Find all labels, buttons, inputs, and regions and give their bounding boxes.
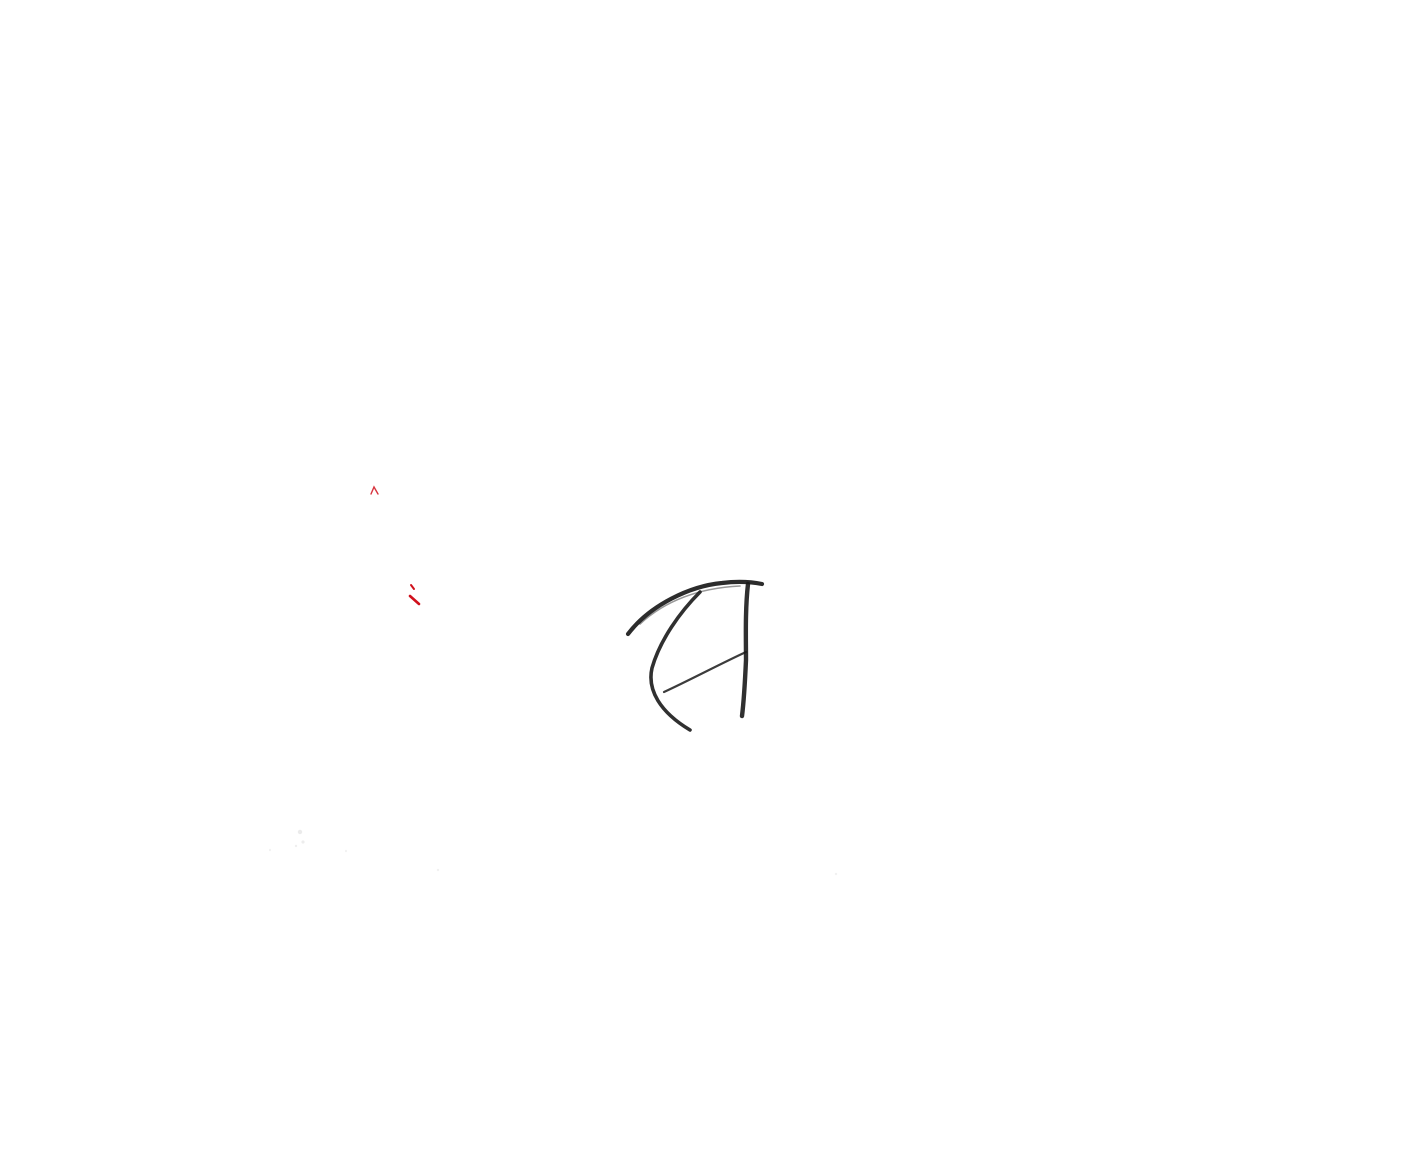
red-dash-mark-bottom (408, 594, 421, 606)
sketch-cross-bar (662, 650, 748, 694)
smudge-dot (268, 848, 272, 852)
smudge-dot (297, 829, 303, 835)
smudge-dot (344, 849, 348, 853)
red-caret-mark (370, 485, 379, 495)
smudge-dot (294, 844, 298, 848)
handwritten-letter-a-sketch (625, 579, 765, 732)
sketch-top-arc (625, 579, 765, 637)
sketch-top-arc-faint (639, 585, 741, 625)
smudge-dot (834, 872, 838, 876)
faint-smudges (268, 829, 838, 876)
sketch-left-stroke (649, 590, 702, 732)
red-stray-marks (370, 485, 421, 606)
sketch-right-stroke (739, 581, 751, 719)
smudge-dot (301, 840, 305, 844)
red-dash-mark-top (410, 584, 415, 590)
smudge-dot (436, 868, 440, 872)
